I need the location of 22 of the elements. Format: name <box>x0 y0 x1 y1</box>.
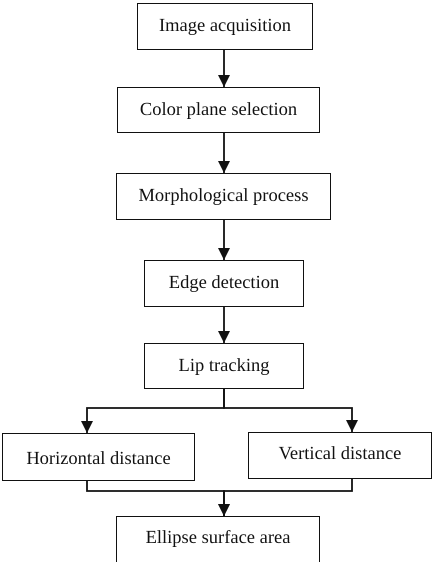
arrow <box>218 479 353 516</box>
arrow <box>218 50 230 87</box>
arrow <box>218 133 230 173</box>
step-label: Horizontal distance <box>26 448 171 470</box>
process-box <box>116 516 320 562</box>
step-label: Edge detection <box>168 273 280 294</box>
process-box <box>144 343 304 389</box>
process-box <box>117 87 320 133</box>
arrow <box>223 389 358 432</box>
step-label: Lip tracking <box>178 356 270 376</box>
process-box <box>2 433 195 481</box>
process-box <box>137 3 313 50</box>
arrow <box>218 307 230 343</box>
arrow <box>218 220 230 260</box>
process-box <box>116 173 331 220</box>
step-label: Morphological process <box>138 186 309 207</box>
step-label: Color plane selection <box>140 100 298 120</box>
step-label: Ellipse surface area <box>146 528 290 548</box>
process-box <box>144 260 304 307</box>
process-box <box>248 432 432 479</box>
step-label: Image acquisition <box>158 16 292 37</box>
step-label: Vertical distance <box>278 444 402 464</box>
